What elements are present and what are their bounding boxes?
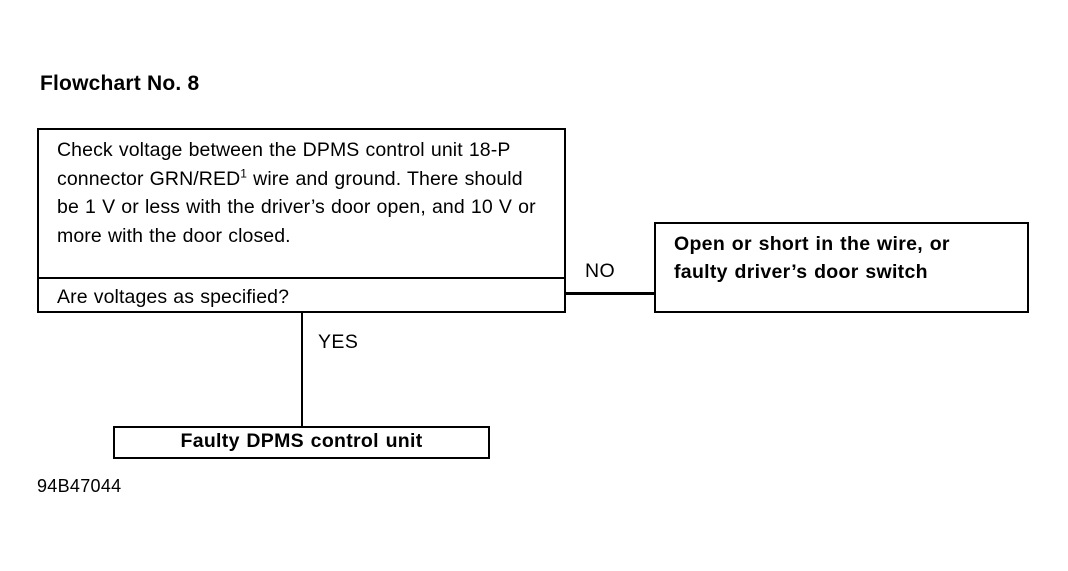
outcome-no-line-1: Open or short in the wire, or: [674, 233, 950, 255]
figure-id: 94B47044: [37, 476, 122, 496]
outcome-yes-text: Faulty DPMS control unit: [180, 429, 423, 452]
decision-box: Check voltage between the DPMS control u…: [37, 128, 566, 313]
decision-instruction-text: Check voltage between the DPMS control u…: [57, 136, 550, 250]
instruction-part-6: with the door closed.: [107, 224, 291, 247]
connector-yes: [301, 313, 303, 427]
decision-instruction: Check voltage between the DPMS control u…: [39, 130, 564, 279]
instruction-part-3: wire and: [247, 167, 329, 190]
decision-question: Are voltages as specified?: [57, 286, 290, 308]
connector-no: [566, 292, 655, 295]
outcome-no-text: Open or short in the wire, or faulty driv…: [674, 230, 1017, 286]
branch-label-yes: YES: [318, 331, 359, 353]
instruction-part-5: the driver’s door open, and 10 V or more: [57, 196, 536, 247]
instruction-part-2: unit 18-P connector GRN/RED: [57, 139, 511, 190]
instruction-part-4: ground. There should be 1 V or less with: [57, 167, 523, 219]
instruction-part-1: Check voltage between the DPMS control: [57, 139, 425, 161]
outcome-no-line-2: faulty driver’s door switch: [674, 261, 928, 283]
page-title: Flowchart No. 8: [40, 72, 200, 95]
outcome-box-no: Open or short in the wire, or faulty driv…: [654, 222, 1029, 313]
outcome-box-yes: Faulty DPMS control unit: [113, 426, 490, 459]
branch-label-no: NO: [585, 260, 616, 282]
decision-box-divider: [39, 277, 564, 279]
footnote-marker: 1: [240, 166, 248, 180]
